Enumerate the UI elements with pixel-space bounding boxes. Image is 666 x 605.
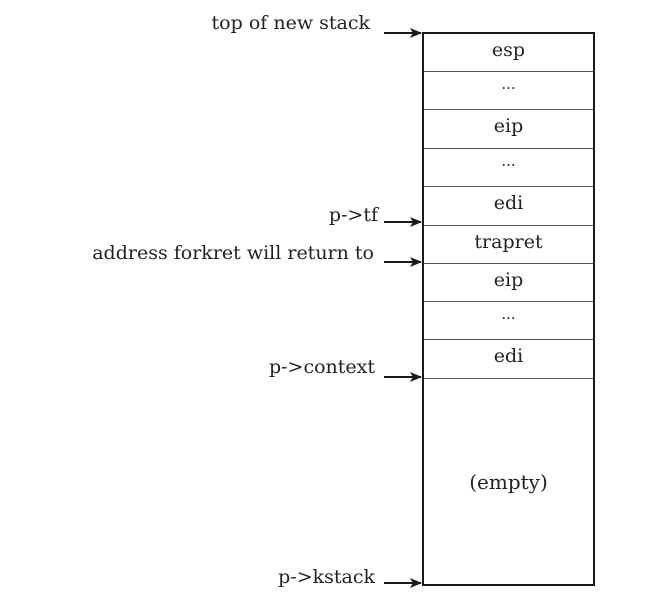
label-forkret-return: address forkret will return to xyxy=(92,242,374,264)
stack-cell-edi: edi xyxy=(424,187,593,226)
label-top-of-new-stack: top of new stack xyxy=(211,12,370,34)
stack-cell-ellipsis: ... xyxy=(424,149,593,187)
label-p-kstack: p->kstack xyxy=(278,566,375,588)
stack-cell-empty: (empty) xyxy=(469,469,548,494)
stack-cell-eip: eip xyxy=(424,264,593,302)
stack-cell-esp: esp xyxy=(424,34,593,72)
stack-cell-eip: eip xyxy=(424,110,593,149)
label-p-tf: p->tf xyxy=(328,204,378,226)
label-p-context: p->context xyxy=(268,356,375,378)
stack-cell-ellipsis: ... xyxy=(424,72,593,110)
stack-cell-trapret: trapret xyxy=(424,226,593,264)
kernel-stack: esp ... eip ... edi trapret eip ... edi … xyxy=(422,32,595,586)
stack-cell-ellipsis: ... xyxy=(424,302,593,340)
stack-cell-edi: edi xyxy=(424,340,593,379)
